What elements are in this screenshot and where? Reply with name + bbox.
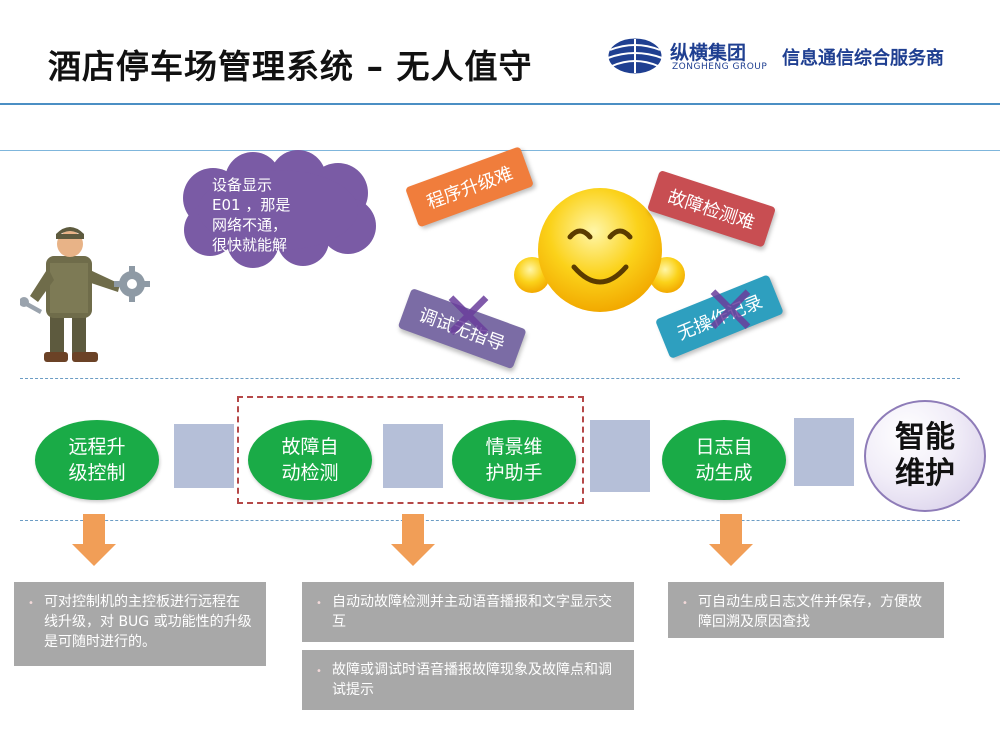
flow-connector	[794, 418, 854, 486]
cloud-line: 设备显示	[212, 176, 273, 194]
cloud-line: E01 ，那是	[212, 196, 291, 214]
sub-divider	[0, 150, 1000, 151]
globe-logo-icon	[607, 37, 663, 75]
cross-mark-icon: ✕	[440, 278, 497, 357]
speech-cloud-icon	[183, 150, 376, 268]
page-title: 酒店停车场管理系统 – 无人值守	[48, 47, 533, 86]
flow-connector	[383, 424, 443, 488]
info-box-fault-2: • 故障或调试时语音播报故障现象及故障点和调试提示	[302, 650, 634, 710]
smiley-face-icon	[514, 188, 685, 312]
bullet-icon: •	[316, 598, 322, 609]
down-arrow-icon	[709, 514, 753, 566]
bullet-icon: •	[28, 598, 34, 609]
flow-connector	[174, 424, 234, 488]
flow-smart-maintenance: 智能维护	[864, 400, 986, 512]
info-text: 可自动生成日志文件并保存，方便故障回溯及原因查找	[698, 594, 922, 630]
cross-mark-icon: ✕	[702, 272, 759, 351]
info-text: 可对控制机的主控板进行远程在线升级，对 BUG 或功能性的升级是可随时进行的。	[44, 594, 252, 650]
info-text: 自动动故障检测并主动语音播报和文字显示交互	[332, 594, 612, 630]
flow-log-generate: 日志自动生成	[662, 420, 786, 500]
fault-group-frame	[237, 396, 584, 504]
down-arrow-icon	[391, 514, 435, 566]
flow-remote-upgrade: 远程升级控制	[35, 420, 159, 500]
cloud-line: 很快就能解	[212, 236, 288, 254]
flow-connector	[590, 420, 650, 492]
cloud-message: 设备显示 E01 ，那是 网络不通， 很快就能解	[212, 175, 352, 255]
logo-subtitle: ZONGHENG GROUP	[672, 62, 768, 72]
section-divider	[20, 520, 960, 521]
info-text: 故障或调试时语音播报故障现象及故障点和调试提示	[332, 662, 612, 698]
logo-name: 纵横集团	[670, 42, 747, 64]
info-box-fault-1: • 自动动故障检测并主动语音播报和文字显示交互	[302, 582, 634, 642]
bullet-icon: •	[682, 598, 688, 609]
info-box-remote: • 可对控制机的主控板进行远程在线升级，对 BUG 或功能性的升级是可随时进行的…	[14, 582, 266, 666]
flow-scene-assistant: 情景维护助手	[452, 420, 576, 500]
slogan: 信息通信综合服务商	[782, 48, 944, 69]
worker-illustration-icon	[20, 227, 150, 362]
bullet-icon: •	[316, 666, 322, 677]
cloud-line: 网络不通，	[212, 216, 288, 234]
info-box-log: • 可自动生成日志文件并保存，方便故障回溯及原因查找	[668, 582, 944, 638]
section-divider	[20, 378, 960, 379]
flow-fault-detect: 故障自动检测	[248, 420, 372, 500]
down-arrow-icon	[72, 514, 116, 566]
header-divider	[0, 103, 1000, 105]
